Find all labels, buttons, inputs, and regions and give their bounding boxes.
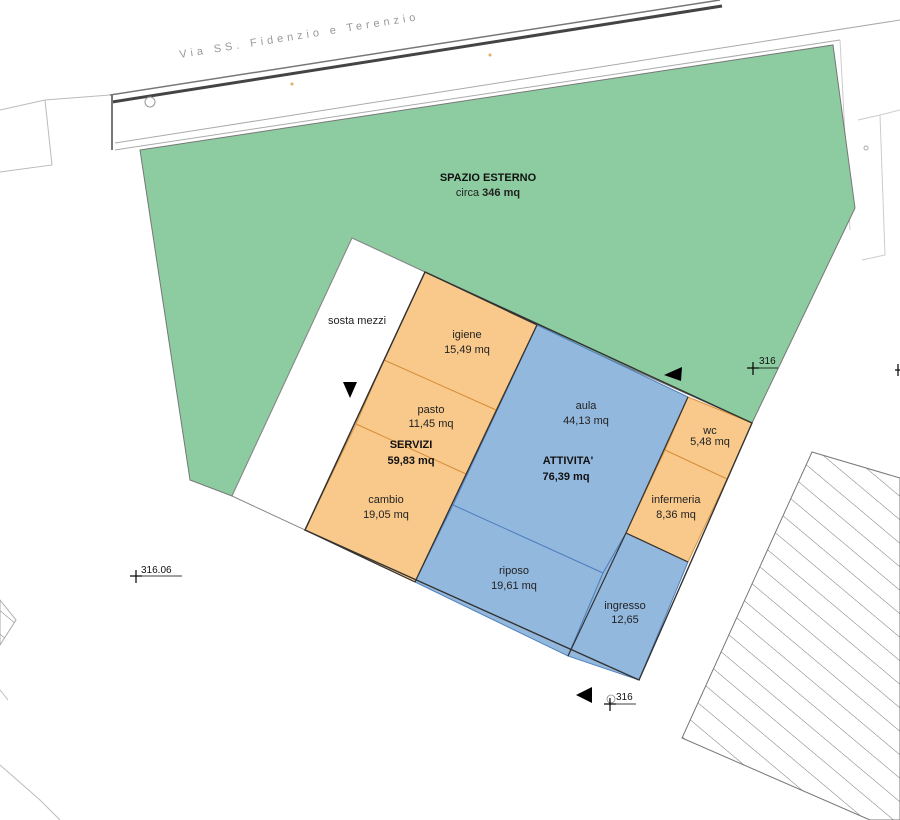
hatched-building-west <box>0 599 17 646</box>
outdoor-title: SPAZIO ESTERNO <box>440 172 537 184</box>
servizi-name: SERVIZI <box>390 439 433 451</box>
services-zone-east <box>625 396 753 563</box>
servizi-area: 59,83 mq <box>387 455 434 467</box>
street-edges <box>0 0 900 261</box>
ingresso-area: 12,65 <box>611 614 639 626</box>
infermeria-name: infermeria <box>652 494 702 506</box>
elevation-marker-west: 316.06 <box>130 565 182 583</box>
outdoor-area-value: 346 mq <box>482 187 520 199</box>
entrance-arrow-west <box>343 382 357 398</box>
elevation-marker-east: 316 <box>747 356 778 375</box>
elevation-marker-south: 316 <box>604 692 636 711</box>
elevation-west-label: 316.06 <box>141 565 172 576</box>
elevation-east-label: 316 <box>759 356 776 367</box>
elevation-marker-edge <box>895 364 900 376</box>
igiene-name: igiene <box>452 329 481 341</box>
riposo-area: 19,61 mq <box>491 580 537 592</box>
entrance-arrow-north <box>664 367 682 381</box>
services-zone <box>304 271 538 583</box>
wc-area: 5,48 mq <box>690 436 730 448</box>
igiene-area: 15,49 mq <box>444 344 490 356</box>
entrance-arrow-south <box>576 687 592 703</box>
pasto-name: pasto <box>418 404 445 416</box>
elevation-south-label: 316 <box>616 692 633 703</box>
attivita-area: 76,39 mq <box>542 471 589 483</box>
street-name-label: Via SS. Fidenzio e Terenzio <box>179 11 421 61</box>
wc-name: wc <box>702 425 717 437</box>
aula-name: aula <box>576 400 598 412</box>
pasto-area: 11,45 mq <box>408 418 453 430</box>
riposo-name: riposo <box>499 565 529 577</box>
hatched-building-east <box>681 451 900 820</box>
outdoor-area-label: circa 346 mq <box>456 187 520 199</box>
building-outline <box>304 271 753 681</box>
aula-area: 44,13 mq <box>563 415 609 427</box>
activity-zone <box>414 324 689 681</box>
ingresso-name: ingresso <box>604 600 646 612</box>
parking-label: sosta mezzi <box>328 315 386 327</box>
cambio-area: 19,05 mq <box>363 509 409 521</box>
outdoor-area-prefix: circa <box>456 187 482 199</box>
attivita-name: ATTIVITA' <box>543 455 594 467</box>
infermeria-area: 8,36 mq <box>656 509 696 521</box>
cambio-name: cambio <box>368 494 403 506</box>
